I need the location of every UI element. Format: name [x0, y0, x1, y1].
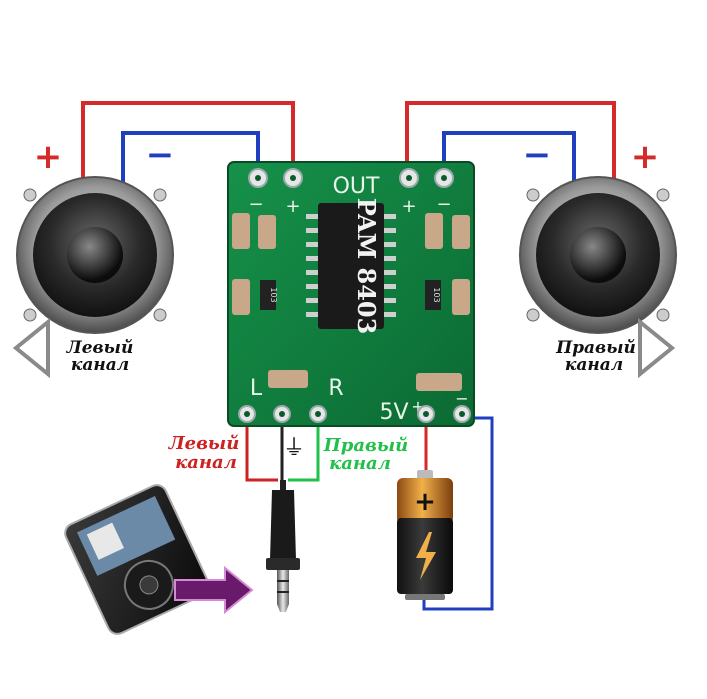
speaker-wires [81, 101, 616, 185]
smd-components-right: 103 [416, 213, 470, 391]
board-right-minus: − [436, 194, 451, 215]
board-left-minus: − [248, 194, 263, 215]
left-speaker-caption-line2: канал [71, 355, 129, 375]
left-speaker-minus: − [146, 135, 175, 175]
left-input-label-line2: канал [175, 452, 237, 473]
resistor-code-right: 103 [432, 287, 441, 302]
board-l-label: L [250, 376, 263, 401]
chip-pins [306, 214, 396, 317]
battery-plus: + [414, 487, 436, 517]
gallery-next-button[interactable] [636, 317, 676, 379]
board-out-label: OUT [333, 174, 380, 199]
board-r-label: R [328, 376, 343, 401]
chevron-left-icon [12, 317, 50, 379]
smd-components-left: 103 [232, 213, 308, 388]
pam8403-board: OUT − + + − PAM 8403 103 [227, 161, 475, 427]
left-speaker [16, 176, 174, 334]
left-input-label-line1: Левый [168, 433, 240, 454]
right-speaker [519, 176, 677, 334]
pam8403-chip [318, 203, 384, 329]
right-speaker-caption-line2: канал [565, 355, 623, 375]
left-positive-wire [81, 101, 295, 178]
ground-symbol: ⏚ [283, 436, 305, 461]
chevron-right-icon [638, 317, 676, 379]
board-right-plus: + [401, 196, 416, 217]
left-speaker-plus: + [34, 137, 63, 177]
gallery-prev-button[interactable] [12, 317, 52, 379]
left-input-wire [245, 412, 278, 482]
chip-label: PAM 8403 [352, 198, 381, 335]
right-positive-wire [405, 101, 616, 180]
right-speaker-caption-line1: Правый [555, 338, 636, 358]
battery [397, 470, 453, 600]
right-input-label-line1: Правый [323, 435, 408, 456]
left-speaker-caption-line1: Левый [66, 338, 134, 358]
board-5v-label: 5V [379, 400, 408, 425]
mp3-player [64, 484, 211, 635]
right-speaker-plus: + [631, 137, 660, 177]
left-negative-wire [121, 131, 260, 184]
connection-arrow [174, 565, 254, 615]
audio-jack-plug [266, 480, 300, 612]
board-left-plus: + [285, 196, 300, 217]
right-speaker-minus: − [523, 135, 552, 175]
board-power-minus: − [455, 389, 468, 408]
right-negative-wire [442, 131, 576, 185]
right-input-wire [288, 412, 320, 482]
resistor-code-left: 103 [269, 287, 278, 302]
right-input-label-line2: канал [329, 453, 391, 474]
